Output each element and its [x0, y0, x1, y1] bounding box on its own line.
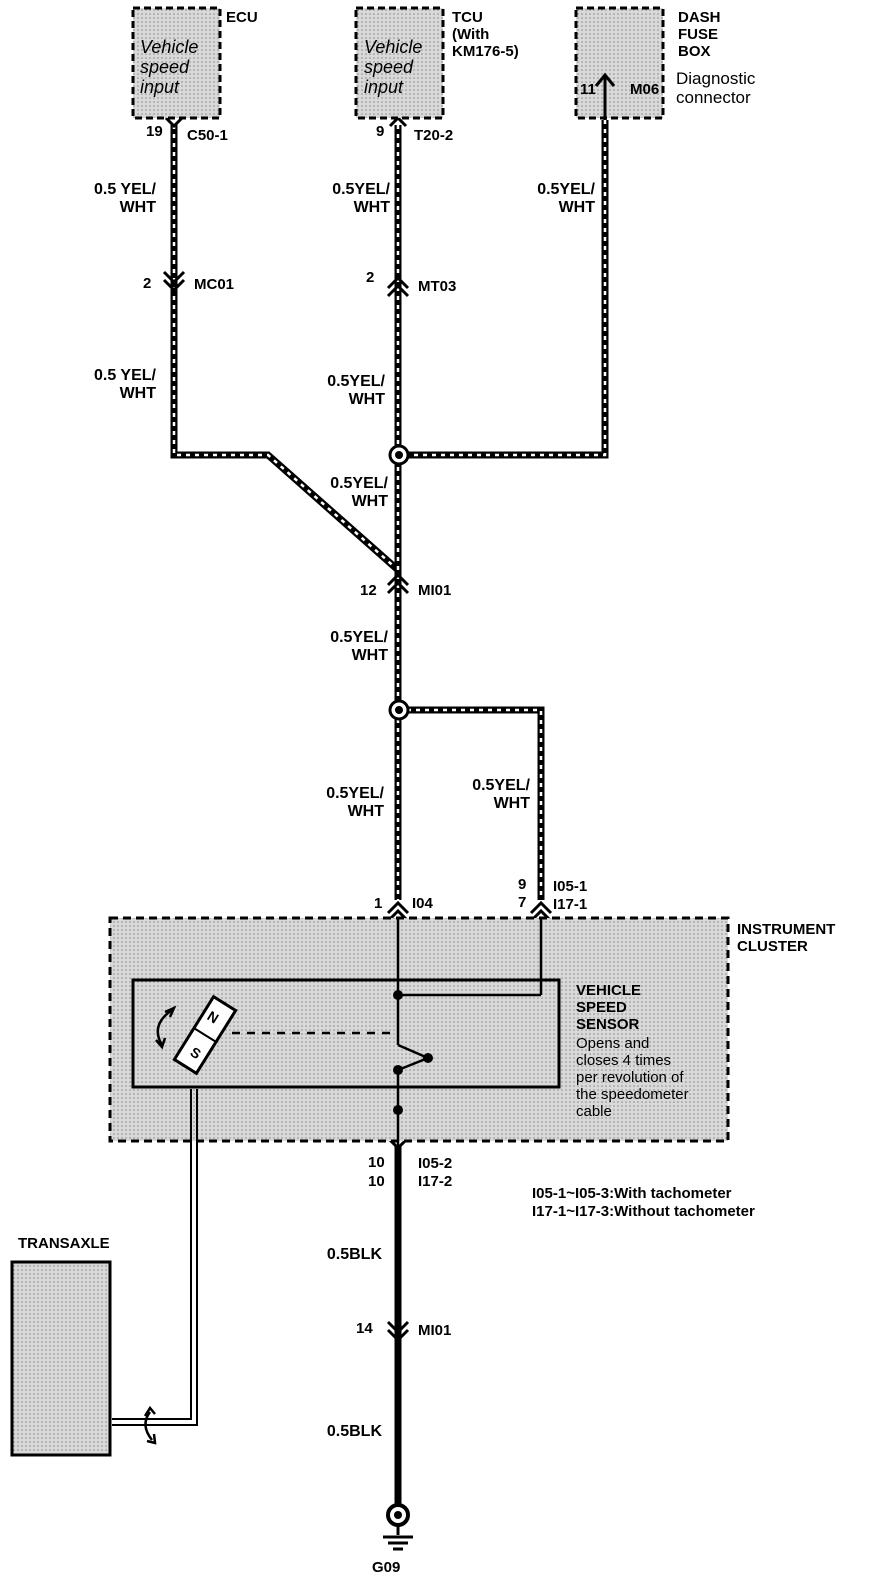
connector-mc01-symbol	[162, 270, 186, 293]
i05-1-pin-a: 9	[518, 876, 527, 893]
wire-label-splice-to-mi01-2: WHT	[351, 493, 388, 510]
ecu-inner-line-1: Vehicle	[140, 37, 199, 57]
diagnostic-connector-line-2: connector	[676, 88, 751, 107]
ecu-inner-line-2: speed	[140, 57, 190, 77]
sensor-title-2: SPEED	[576, 999, 627, 1016]
mt03-pin: 2	[366, 269, 375, 286]
sensor-desc-2: closes 4 times	[576, 1052, 672, 1069]
mc01-label: MC01	[194, 276, 235, 293]
splice-lower	[388, 699, 410, 721]
i05-1-pin-b: 7	[518, 894, 527, 911]
ecu-title: ECU	[226, 9, 258, 26]
transaxle-label: TRANSAXLE	[18, 1235, 110, 1252]
mi01-upper-label: MI01	[418, 582, 452, 599]
i04-pin: 1	[374, 895, 383, 912]
mi01-lower-pin: 14	[356, 1320, 373, 1337]
wire-label-to-i05-1: 0.5YEL/	[472, 777, 530, 794]
note-without-tachometer: I17-1~I17-3:Without tachometer	[532, 1203, 755, 1220]
sensor-internal-wiring	[232, 918, 543, 1145]
connector-mt03-symbol	[386, 275, 410, 298]
wire-label-mi01-to-splice-1: 0.5YEL/	[330, 629, 388, 646]
sensor-title-3: SENSOR	[576, 1016, 640, 1033]
dash-fuse-box-title-line-3: BOX	[678, 43, 711, 60]
i17-1-label: I17-1	[553, 896, 588, 913]
wire-label-tcu-upper-2: WHT	[353, 199, 390, 216]
tcu-inner-line-1: Vehicle	[364, 37, 423, 57]
sensor-desc-4: the speedometer	[576, 1086, 689, 1103]
wire-label-dlc-2: WHT	[558, 199, 595, 216]
wire-label-ecu-upper-2: WHT	[119, 199, 156, 216]
transaxle-box	[10, 1260, 112, 1457]
instrument-cluster-title-1: INSTRUMENT	[737, 921, 836, 938]
mi01-lower-label: MI01	[418, 1322, 452, 1339]
wire-label-ground-upper: 0.5BLK	[326, 1246, 382, 1263]
diagnostic-pin-number: 11	[580, 81, 596, 98]
splice-upper	[388, 444, 410, 466]
connector-ecu-pin-symbol	[164, 116, 184, 129]
sensor-desc-3: per revolution of	[576, 1069, 684, 1086]
dash-fuse-box-title-line-1: DASH	[678, 9, 721, 26]
wire-label-dlc-1: 0.5YEL/	[537, 181, 595, 198]
diagnostic-pin-arrow-icon	[594, 72, 616, 120]
ecu-box	[131, 6, 222, 120]
wire-i05-yel-wht	[398, 706, 545, 900]
wire-label-to-i04-1: 0.5YEL/	[326, 785, 384, 802]
i05-2-pin-a: 10	[368, 1154, 385, 1171]
cable-rotation-icon	[143, 1405, 157, 1445]
wire-label-tcu-upper-1: 0.5YEL/	[332, 181, 390, 198]
wire-label-tcu-lower-1: 0.5YEL/	[327, 373, 385, 390]
wire-label-ecu-lower-2: WHT	[119, 385, 156, 402]
sensor-desc-1: Opens and	[576, 1035, 650, 1052]
connector-mi01-lower-symbol	[386, 1320, 410, 1343]
tcu-title-line-1: TCU	[452, 9, 483, 26]
tcu-title-line-2: (With	[452, 26, 490, 43]
connector-i04-symbol	[386, 900, 410, 923]
i05-2-label: I05-2	[418, 1155, 453, 1172]
wire-label-ecu-lower-1: 0.5 YEL/	[94, 367, 156, 384]
tcu-pin-number: 9	[376, 123, 385, 140]
mt03-label: MT03	[418, 278, 457, 295]
wire-label-to-i04-2: WHT	[347, 803, 384, 820]
connector-mi01-upper-symbol	[386, 572, 410, 595]
i05-1-label: I05-1	[553, 878, 588, 895]
tcu-inner-line-2: speed	[364, 57, 414, 77]
connector-i05-1-symbol	[529, 900, 553, 923]
mi01-upper-pin: 12	[360, 582, 377, 599]
dash-fuse-box	[574, 6, 665, 120]
tcu-connector-label: T20-2	[414, 127, 454, 144]
ground-symbol	[383, 1503, 413, 1551]
wire-label-splice-to-mi01-1: 0.5YEL/	[330, 475, 388, 492]
dash-fuse-box-title-line-2: FUSE	[678, 26, 719, 43]
ground-label: G09	[372, 1559, 401, 1576]
i05-2-pin-b: 10	[368, 1173, 385, 1190]
ecu-pin-number: 19	[146, 123, 163, 140]
mc01-pin: 2	[143, 275, 152, 292]
sensor-title-1: VEHICLE	[576, 982, 642, 999]
i17-2-label: I17-2	[418, 1173, 453, 1190]
diagnostic-connector-label: M06	[630, 81, 660, 98]
wire-label-to-i05-2: WHT	[493, 795, 530, 812]
diagnostic-connector-line-1: Diagnostic	[676, 69, 756, 88]
wire-label-ecu-upper-1: 0.5 YEL/	[94, 181, 156, 198]
ecu-inner-line-3: input	[140, 77, 180, 97]
tcu-box	[354, 6, 445, 120]
sensor-contacts	[393, 990, 433, 1115]
sensor-desc-5: cable	[576, 1103, 612, 1120]
i04-label: I04	[412, 895, 433, 912]
tcu-title-line-3: KM176-5)	[452, 43, 519, 60]
speedometer-cable	[112, 1089, 198, 1426]
note-with-tachometer: I05-1~I05-3:With tachometer	[532, 1185, 732, 1202]
tcu-inner-line-3: input	[364, 77, 404, 97]
instrument-cluster-title-2: CLUSTER	[737, 938, 808, 955]
wire-label-ground-lower: 0.5BLK	[326, 1423, 382, 1440]
ecu-connector-label: C50-1	[187, 127, 228, 144]
wire-label-mi01-to-splice-2: WHT	[351, 647, 388, 664]
wire-label-tcu-lower-2: WHT	[348, 391, 385, 408]
rotation-arrow-icon	[155, 1005, 177, 1050]
wire-diagnostic-yel-wht	[398, 120, 609, 459]
rotating-magnet	[172, 994, 238, 1076]
